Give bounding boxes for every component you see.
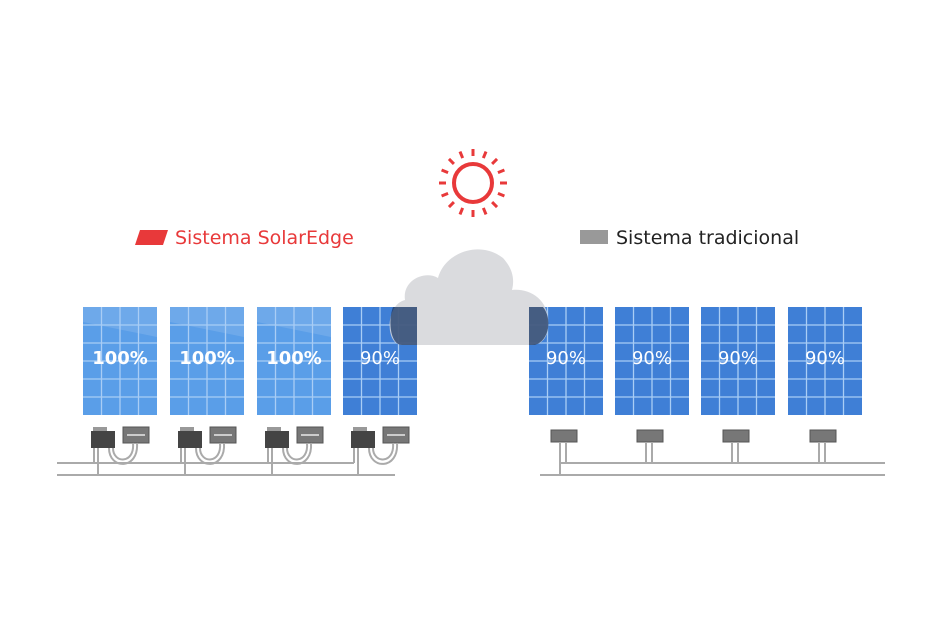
panel-output-label: 90%	[718, 348, 758, 369]
shadow	[390, 307, 417, 345]
junction-box-icon	[722, 429, 750, 443]
optimizer-icon	[351, 431, 375, 448]
solaredge-title: Sistema SolarEdge	[175, 227, 354, 249]
junction-box-icon	[809, 429, 837, 443]
sun-ray	[481, 207, 488, 215]
junction-box-icon	[550, 429, 578, 443]
traditional-marker	[580, 230, 608, 244]
sun-ray	[441, 191, 449, 198]
solar-panel: 90%	[701, 307, 775, 415]
solar-panel: 100%	[170, 307, 244, 415]
panel-output-label: 100%	[266, 348, 322, 369]
panel-output-label: 90%	[360, 348, 400, 369]
solar-panel: 90%	[615, 307, 689, 415]
solar-panel: 90%	[788, 307, 862, 415]
solar-panel: 100%	[257, 307, 331, 415]
sun-ray	[458, 151, 465, 159]
solar-panel: 100%	[83, 307, 157, 415]
solar-panel: 90%	[529, 307, 603, 415]
junction-box-icon	[636, 429, 664, 443]
sun-ray	[441, 168, 449, 175]
sun-ray	[491, 157, 499, 165]
optimizer-icon	[178, 431, 202, 448]
panel-output-label: 100%	[92, 348, 148, 369]
sun-icon	[439, 149, 507, 217]
sun-ray	[497, 168, 505, 175]
sun-ray	[458, 207, 465, 215]
sun-ray	[447, 157, 455, 165]
panel-output-label: 90%	[632, 348, 672, 369]
panel-output-label: 90%	[546, 348, 586, 369]
cloud-icon	[389, 249, 549, 345]
optimizer-icon	[91, 431, 115, 448]
shadow	[529, 307, 549, 345]
panel-output-label: 100%	[179, 348, 235, 369]
panel-output-label: 90%	[805, 348, 845, 369]
sun-ray	[447, 201, 455, 209]
traditional-title: Sistema tradicional	[616, 227, 799, 249]
solaredge-marker	[135, 230, 168, 245]
sun-ray	[481, 151, 488, 159]
sun-ray	[497, 191, 505, 198]
sun-ray	[491, 201, 499, 209]
solar-panel: 90%	[343, 307, 417, 415]
traditional-wiring	[540, 429, 885, 476]
solaredge-wiring	[57, 426, 410, 476]
optimizer-icon	[265, 431, 289, 448]
